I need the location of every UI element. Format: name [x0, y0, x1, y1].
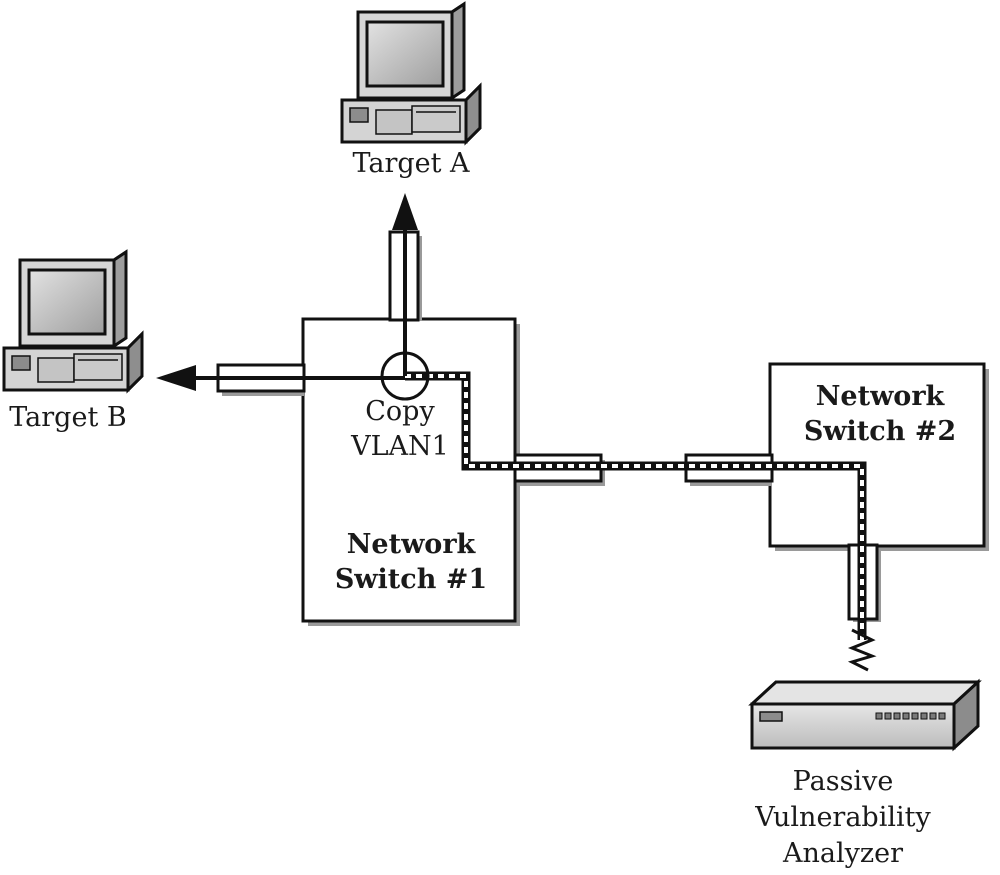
target-b-computer-icon	[2, 249, 144, 394]
passive-vulnerability-analyzer-icon	[748, 678, 982, 752]
network-switch-2	[768, 362, 989, 551]
copy-point-icon	[380, 351, 430, 401]
target-b-label: Target B	[9, 402, 126, 433]
target-a-label: Target A	[352, 148, 470, 179]
copy-label: Copy	[365, 396, 435, 427]
switch2-title-line1: Network	[816, 381, 946, 412]
port-switch1-left	[216, 363, 306, 396]
mirrored-traffic-path	[405, 371, 867, 640]
vlan1-label: VLAN1	[350, 431, 449, 462]
traffic-to-target-a	[392, 193, 418, 376]
network-switch-1	[301, 317, 520, 626]
traffic-to-target-b	[156, 365, 405, 391]
target-a-computer-icon	[340, 1, 482, 146]
analyzer-label-line1: Passive	[793, 766, 894, 797]
mirror-arrow-tip	[847, 628, 877, 672]
switch2-title-line2: Switch #2	[804, 416, 956, 447]
analyzer-label-line3: Analyzer	[782, 838, 903, 869]
switch1-title-line1: Network	[347, 529, 477, 560]
switch1-title-line2: Switch #1	[335, 564, 487, 595]
analyzer-label-line2: Vulnerability	[754, 802, 931, 833]
